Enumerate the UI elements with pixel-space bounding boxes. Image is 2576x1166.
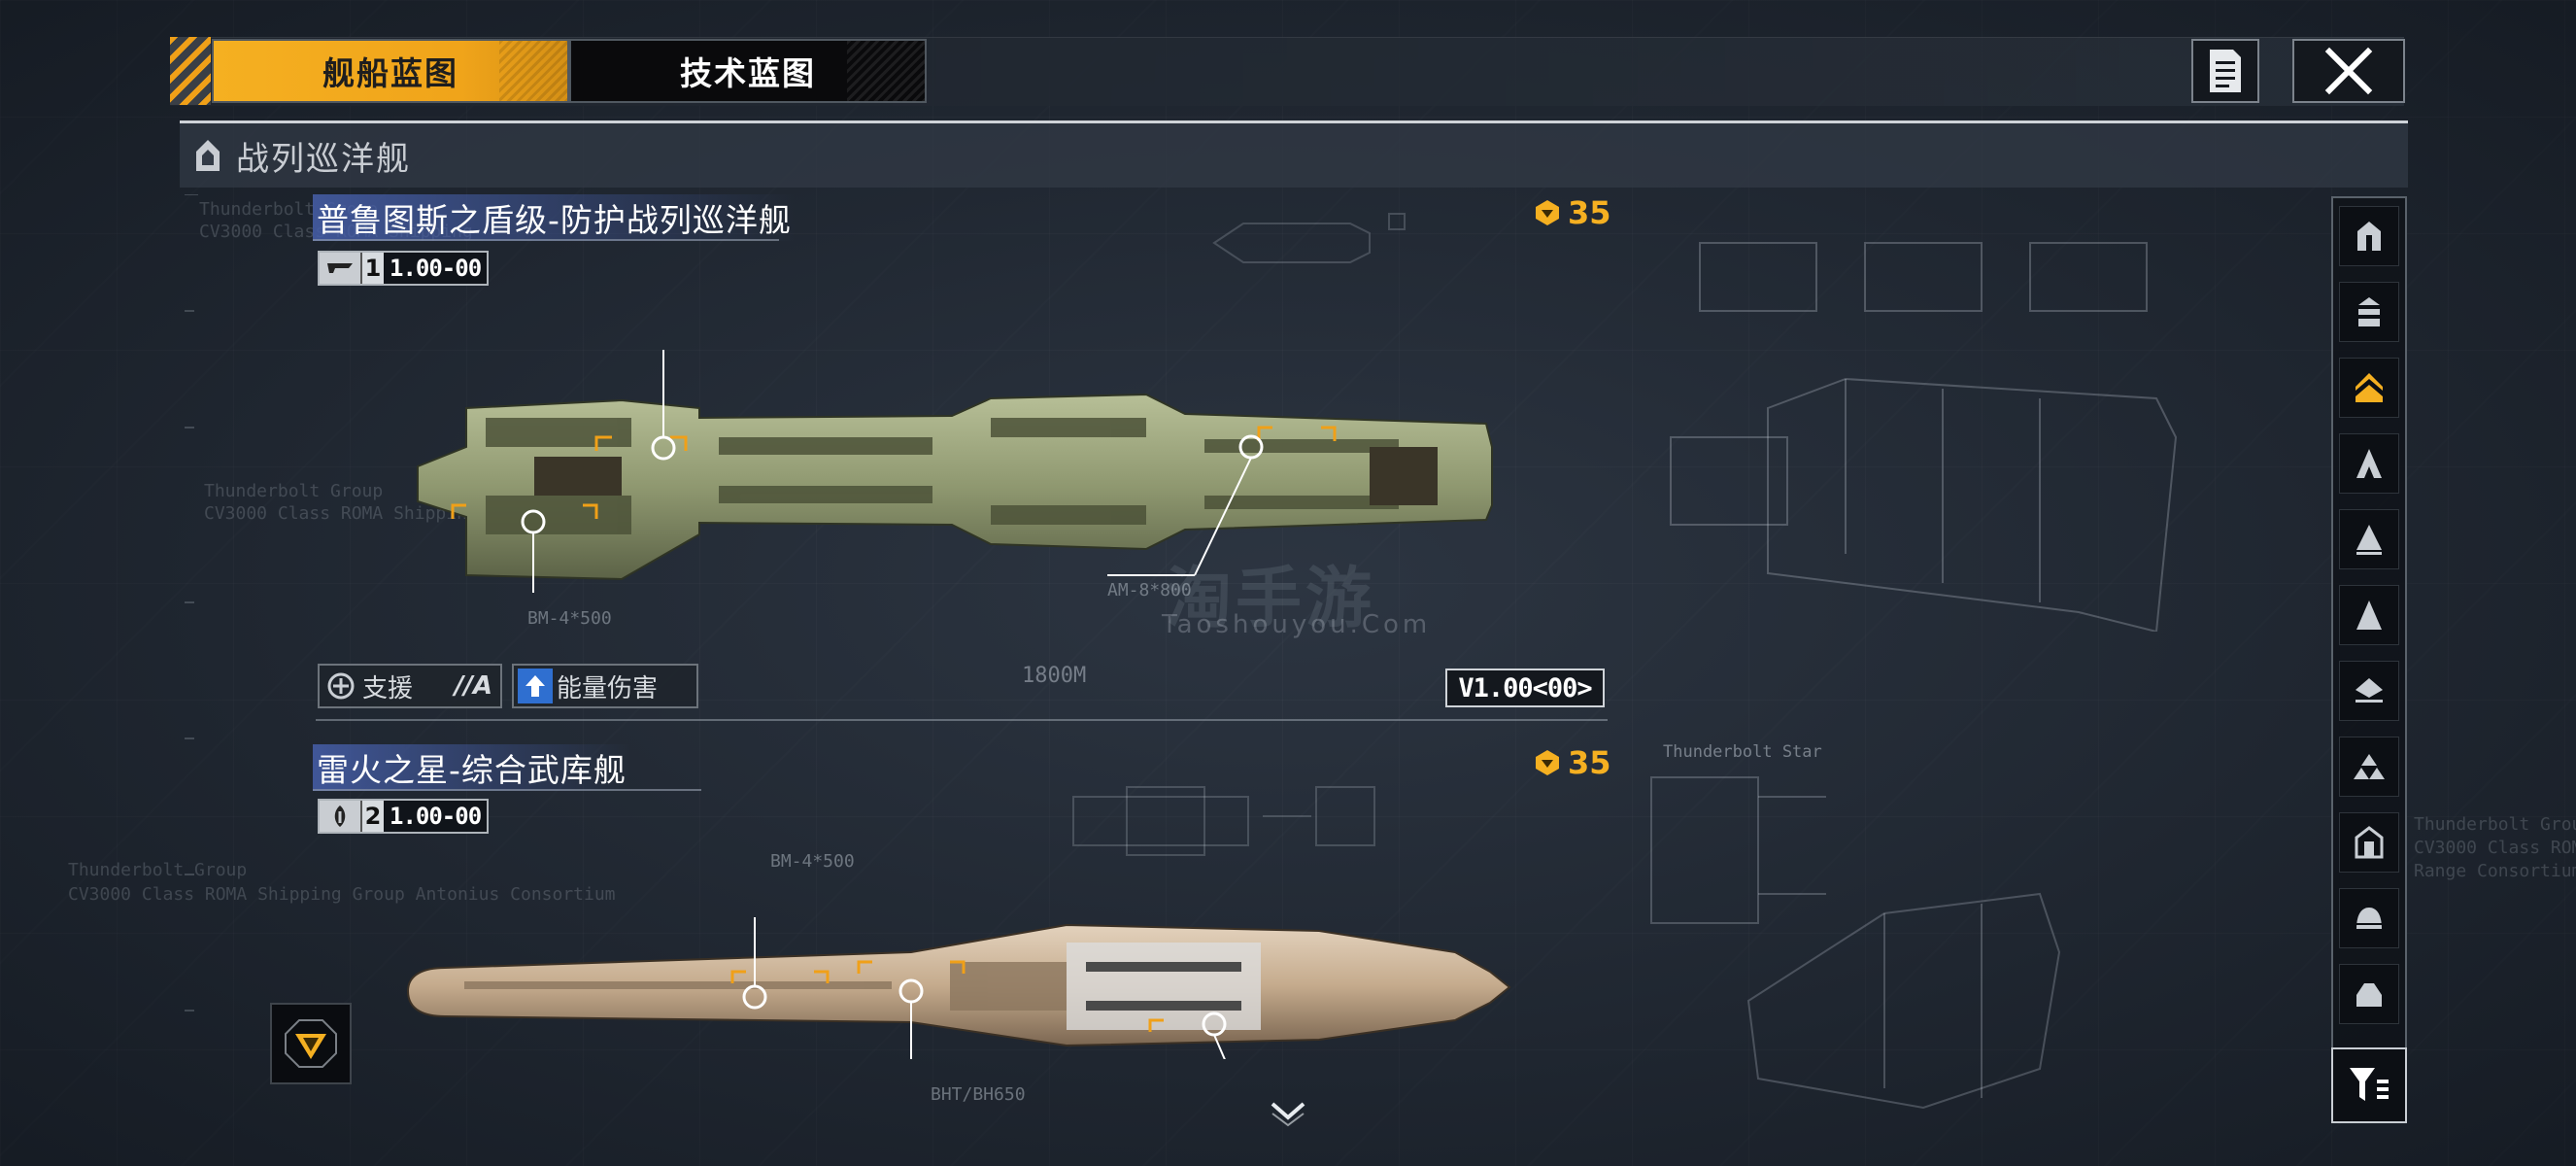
bg-label: Range Consortium 4850 Class (2414, 861, 2576, 881)
station-icon (2355, 826, 2384, 859)
blueprint-3d-view (1650, 776, 2061, 1110)
destroyer-icon (2358, 297, 2380, 326)
tab-tech-blueprint[interactable]: 技术蓝图 (569, 39, 927, 103)
faction-icon (320, 253, 360, 284)
sidebar-item-destroyer[interactable] (2339, 282, 2399, 342)
ship-name[interactable]: 雷火之星-综合武库舰 (313, 744, 630, 791)
bg-label: Thunderbolt Group (68, 860, 248, 880)
callout-label: BM-4*500 (527, 608, 612, 629)
scale-line (316, 719, 1608, 721)
close-icon (2324, 47, 2373, 95)
sidebar-item-battlecruiser[interactable] (2339, 358, 2399, 418)
cruiser-icon (2356, 449, 2382, 478)
model-version-box: V1.00<00> (1445, 669, 1605, 707)
callout-label: BM-4*500 (770, 851, 855, 872)
blueprint-label: Thunderbolt Star (1663, 742, 1822, 762)
sidebar-item-station[interactable] (2339, 812, 2399, 873)
ship-name-underline (313, 239, 779, 241)
ship-slot: 1 (360, 253, 384, 284)
filter-button[interactable] (2331, 1047, 2407, 1123)
ship-model-thunderbolt-star[interactable] (406, 913, 1513, 1059)
auxiliary-icon (2356, 678, 2383, 703)
blueprint-schematic (1212, 213, 1406, 263)
ship-slot: 2 (360, 801, 384, 832)
ship-cost: 35 (1533, 194, 1611, 231)
blueprint-schematic (1072, 786, 1375, 856)
ship-cost-value: 35 (1568, 744, 1611, 781)
faction-icon (320, 801, 360, 832)
corvette-icon (2354, 754, 2385, 779)
stripe-marker (170, 37, 211, 105)
ship-model-plutus[interactable] (408, 350, 1496, 612)
watermark-subtitle: Taoshouyou.Com (1162, 610, 1432, 639)
sidebar-item-carrier[interactable] (2339, 509, 2399, 569)
command-point-icon (1536, 750, 1559, 775)
battlecruiser-icon (2356, 373, 2383, 402)
bg-label: CV3000 Class ROMA Shipping (2414, 838, 2576, 858)
bg-label: Thunderbolt Group Construction (2414, 814, 2576, 835)
document-button[interactable] (2191, 39, 2259, 103)
document-icon (2210, 50, 2241, 92)
attribute-label: 能量伤害 (557, 673, 659, 703)
ship-name-underline (313, 789, 701, 791)
fleet-badge[interactable] (270, 1003, 352, 1084)
frigate-icon (2357, 222, 2381, 251)
ship-version: 1.00-00 (390, 255, 482, 282)
role-tag: 支援 //A (318, 664, 502, 708)
ship-version: 1.00-00 (390, 803, 482, 830)
ship-version-badge: 1 1.00-00 (318, 251, 490, 286)
sidebar-item-corvette[interactable] (2339, 737, 2399, 797)
support-icon (323, 669, 358, 703)
filter-icon (2350, 1068, 2389, 1101)
battleship-icon (2356, 600, 2382, 630)
role-label: 支援 (362, 673, 414, 703)
command-point-icon (1536, 200, 1559, 225)
sidebar-item-dome[interactable] (2339, 888, 2399, 948)
carrier-icon (2356, 525, 2382, 555)
tab-ship-blueprint[interactable]: 舰船蓝图 (212, 39, 569, 103)
battlecruiser-icon (196, 140, 220, 171)
left-tick-rail (185, 194, 198, 1012)
category-title: 战列巡洋舰 (236, 139, 411, 179)
sidebar-item-battleship[interactable] (2339, 585, 2399, 645)
ship-version-badge: 2 1.00-00 (318, 799, 490, 834)
energy-damage-icon (518, 669, 553, 703)
bg-label: CV3000 Class ROMA Shipping Group Antoniu… (68, 884, 616, 905)
category-header: 战列巡洋舰 (180, 120, 2408, 188)
watermark-title: 淘手游 (1166, 561, 1376, 637)
ship-cost-value: 35 (1568, 194, 1611, 231)
sidebar-item-hemisphere[interactable] (2339, 964, 2399, 1024)
rank-chevron-icon (285, 1019, 337, 1068)
ship-name[interactable]: 普鲁图斯之盾级-防护战列巡洋舰 (313, 194, 796, 241)
hemisphere-icon (2356, 983, 2382, 1007)
ship-cost: 35 (1533, 744, 1611, 781)
scroll-down-icon[interactable] (1269, 1098, 1307, 1127)
callout-label: AM-8*800 (1107, 580, 1192, 600)
bg-label: Thunderbolt Group (204, 481, 384, 501)
ship-length: 1800M (1022, 664, 1087, 688)
attribute-tag: 能量伤害 (512, 664, 698, 708)
blueprint-3d-view (1670, 242, 2178, 632)
callout-label: BHT/BH650 (931, 1084, 1026, 1105)
close-button[interactable] (2292, 39, 2405, 103)
dome-icon (2356, 908, 2382, 929)
role-rank: //A (454, 671, 492, 701)
sidebar-item-frigate[interactable] (2339, 206, 2399, 266)
sidebar-item-cruiser[interactable] (2339, 433, 2399, 494)
sidebar-item-auxiliary[interactable] (2339, 661, 2399, 721)
